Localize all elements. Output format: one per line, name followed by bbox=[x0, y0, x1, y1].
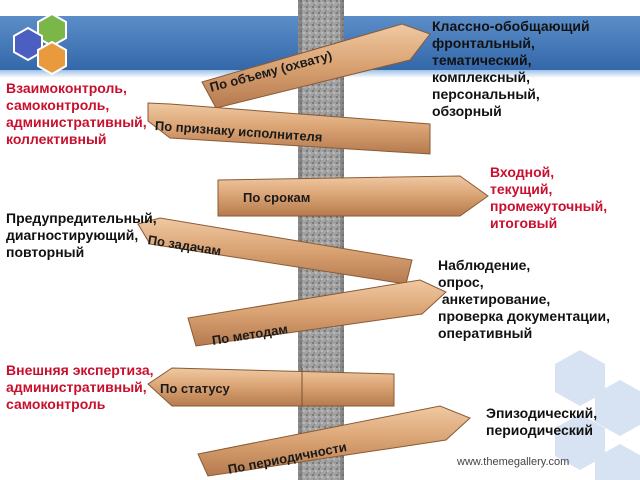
sign-scope bbox=[201, 23, 431, 109]
sign-tasks bbox=[137, 217, 413, 285]
sign-status bbox=[147, 367, 395, 407]
hexagon-pattern-icon bbox=[555, 350, 640, 480]
desc-methods: Наблюдение, опрос, анкетирование, провер… bbox=[438, 257, 610, 341]
sign-periodicity bbox=[197, 405, 471, 477]
desc-status: Внешняя экспертиза, административный, са… bbox=[6, 362, 154, 412]
sign-methods bbox=[187, 279, 447, 347]
desc-executor: Взаимоконтроль, самоконтроль, администра… bbox=[6, 80, 147, 147]
sign-label-terms: По срокам bbox=[243, 190, 311, 205]
sign-label-status: По статусу bbox=[160, 381, 230, 396]
desc-terms: Входной, текущий, промежуточный, итоговы… bbox=[490, 164, 608, 231]
desc-periodicity: Эпизодический, периодический bbox=[486, 405, 598, 438]
desc-tasks: Предупредительный, диагностирующий, повт… bbox=[6, 210, 157, 260]
hexagon-logo-icon bbox=[13, 12, 67, 76]
desc-scope: Классно-обобщающий фронтальный, тематиче… bbox=[432, 18, 590, 119]
sign-terms bbox=[217, 175, 489, 217]
sign-executor bbox=[147, 102, 431, 155]
footer-url: www.themegallery.com bbox=[457, 456, 570, 468]
